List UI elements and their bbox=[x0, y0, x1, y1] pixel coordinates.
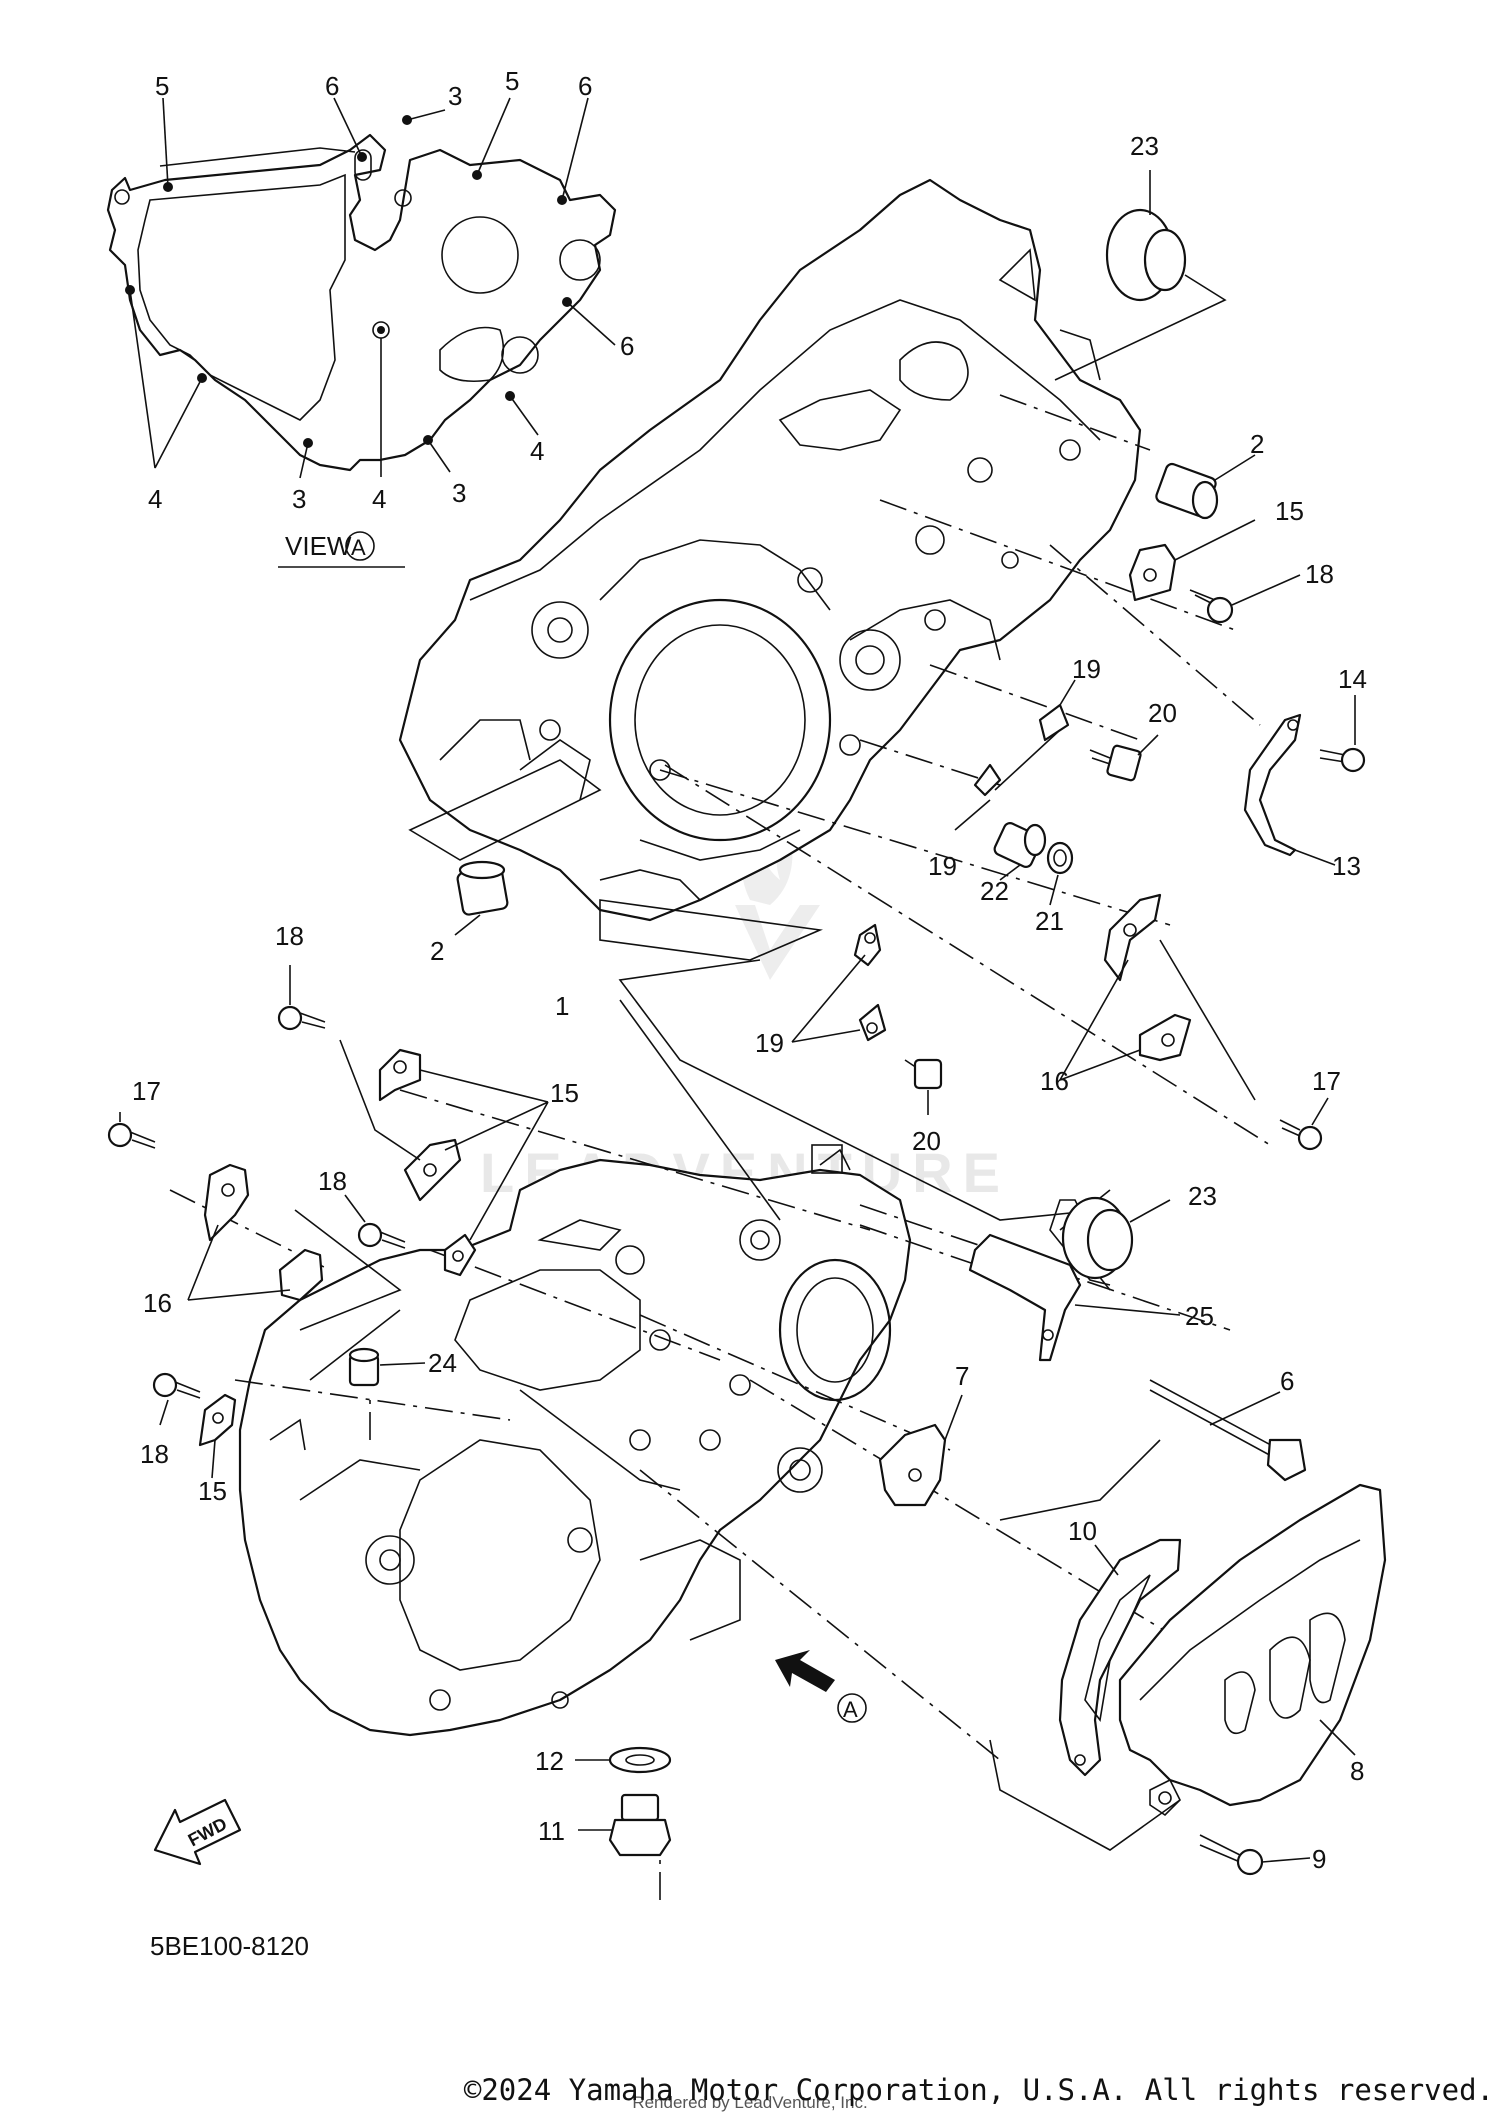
callout-3b: 3 bbox=[292, 484, 306, 514]
part-9-screw bbox=[1199, 1834, 1311, 1876]
part-18-screw-left-lower bbox=[152, 1372, 201, 1426]
view-a-label: VIEW A bbox=[278, 531, 405, 568]
callout-22: 22 bbox=[980, 876, 1009, 906]
callout-5b: 5 bbox=[505, 66, 519, 96]
callout-4b: 4 bbox=[148, 484, 162, 514]
callout-6b: 6 bbox=[578, 71, 592, 101]
part-15-clamp-left-upper bbox=[339, 1039, 549, 1277]
callout-20b: 20 bbox=[912, 1126, 941, 1156]
callout-4c: 4 bbox=[372, 484, 386, 514]
part-18-screw-left-middle bbox=[344, 1194, 406, 1249]
part-18-screw-left-upper bbox=[277, 965, 326, 1031]
fwd-arrow: FWD bbox=[153, 1798, 242, 1866]
part-13-plate bbox=[1243, 713, 1336, 866]
callout-18d: 18 bbox=[140, 1439, 169, 1469]
callout-11: 11 bbox=[538, 1816, 565, 1846]
part-20-bolt-middle bbox=[904, 1058, 943, 1115]
part-7-clip bbox=[878, 1394, 963, 1507]
callout-1: 1 bbox=[555, 991, 569, 1021]
callout-19b: 19 bbox=[928, 851, 957, 881]
callout-18a: 18 bbox=[1305, 559, 1334, 589]
callout-21: 21 bbox=[1035, 906, 1064, 936]
view-label-text: VIEW bbox=[285, 531, 352, 561]
part-17-screw-left bbox=[107, 1112, 156, 1149]
part-12-washer bbox=[575, 1746, 672, 1774]
part-16-guide-left bbox=[187, 1163, 324, 1302]
part-14-bolt bbox=[1319, 695, 1366, 773]
callout-25: 25 bbox=[1185, 1301, 1214, 1331]
part-15-clamp-left-lower bbox=[198, 1393, 237, 1479]
part-18-screw-right bbox=[1189, 574, 1301, 624]
callout-23a: 23 bbox=[1130, 131, 1159, 161]
part-17-screw-right bbox=[1279, 1097, 1329, 1151]
callout-6d: 6 bbox=[1280, 1366, 1294, 1396]
part-15-clamp-right bbox=[1128, 519, 1256, 602]
part-24-dowel bbox=[348, 1347, 426, 1387]
callout-18b: 18 bbox=[275, 921, 304, 951]
callout-6c: 6 bbox=[620, 331, 634, 361]
part-23-oil-seal-upper bbox=[1054, 170, 1227, 381]
part-2-dowel-pin-right bbox=[1155, 454, 1256, 520]
callout-6a: 6 bbox=[325, 71, 339, 101]
view-a-arrow: A bbox=[775, 1650, 867, 1723]
callout-labels: 5 6 3 5 6 6 4 4 3 4 3 23 2 15 18 19 14 2… bbox=[132, 66, 1367, 1874]
view-marker-text: A bbox=[351, 535, 366, 560]
callout-5a: 5 bbox=[155, 71, 169, 101]
callout-2a: 2 bbox=[1250, 429, 1264, 459]
callout-20a: 20 bbox=[1148, 698, 1177, 728]
callout-3c: 3 bbox=[452, 478, 466, 508]
left-crankcase-half bbox=[238, 1144, 912, 1737]
callout-15b: 15 bbox=[550, 1078, 579, 1108]
callout-23b: 23 bbox=[1188, 1181, 1217, 1211]
callout-24: 24 bbox=[428, 1348, 457, 1378]
callout-2b: 2 bbox=[430, 936, 444, 966]
callout-15a: 15 bbox=[1275, 496, 1304, 526]
callout-19c: 19 bbox=[755, 1028, 784, 1058]
rendered-by-text: Rendered by LeadVenture, Inc. bbox=[632, 2093, 868, 2112]
callout-15c: 15 bbox=[198, 1476, 227, 1506]
part-code: 5BE100-8120 bbox=[150, 1931, 309, 1961]
part-10-gasket bbox=[1058, 1538, 1182, 1777]
arrow-marker-text: A bbox=[843, 1697, 858, 1722]
callout-10: 10 bbox=[1068, 1516, 1097, 1546]
callout-17b: 17 bbox=[132, 1076, 161, 1106]
callout-12: 12 bbox=[535, 1746, 564, 1776]
callout-17a: 17 bbox=[1312, 1066, 1341, 1096]
callout-9: 9 bbox=[1312, 1844, 1326, 1874]
callout-14: 14 bbox=[1338, 664, 1367, 694]
part-22-collar bbox=[993, 822, 1047, 881]
copyright-text: ©2024 Yamaha Motor Corporation, U.S.A. A… bbox=[463, 2073, 1494, 2107]
part-16-guide-right bbox=[1059, 893, 1256, 1101]
part-8-cover bbox=[1118, 1483, 1387, 1817]
callout-19a: 19 bbox=[1072, 654, 1101, 684]
callout-4a: 4 bbox=[530, 436, 544, 466]
part-23-oil-seal-lower bbox=[1061, 1196, 1171, 1280]
part-19-clip-middle bbox=[791, 923, 887, 1043]
part-19-clip-upper bbox=[954, 679, 1076, 831]
right-crankcase-half bbox=[398, 178, 1142, 922]
callout-3a: 3 bbox=[448, 81, 462, 111]
view-a-gasket bbox=[106, 97, 617, 479]
callout-16a: 16 bbox=[1040, 1066, 1069, 1096]
callout-8: 8 bbox=[1350, 1756, 1364, 1786]
callout-16b: 16 bbox=[143, 1288, 172, 1318]
part-11-drain-plug bbox=[578, 1793, 672, 1857]
callout-7: 7 bbox=[955, 1361, 969, 1391]
callout-13: 13 bbox=[1332, 851, 1361, 881]
part-2-dowel-pin-left bbox=[454, 860, 509, 936]
part-21-washer bbox=[1046, 841, 1074, 906]
part-20-bolt-upper bbox=[1089, 734, 1159, 782]
part-6-long-bolt bbox=[1149, 1379, 1307, 1482]
assembly-lines bbox=[169, 394, 1271, 1900]
callout-18c: 18 bbox=[318, 1166, 347, 1196]
part-25-bracket bbox=[968, 1233, 1181, 1362]
